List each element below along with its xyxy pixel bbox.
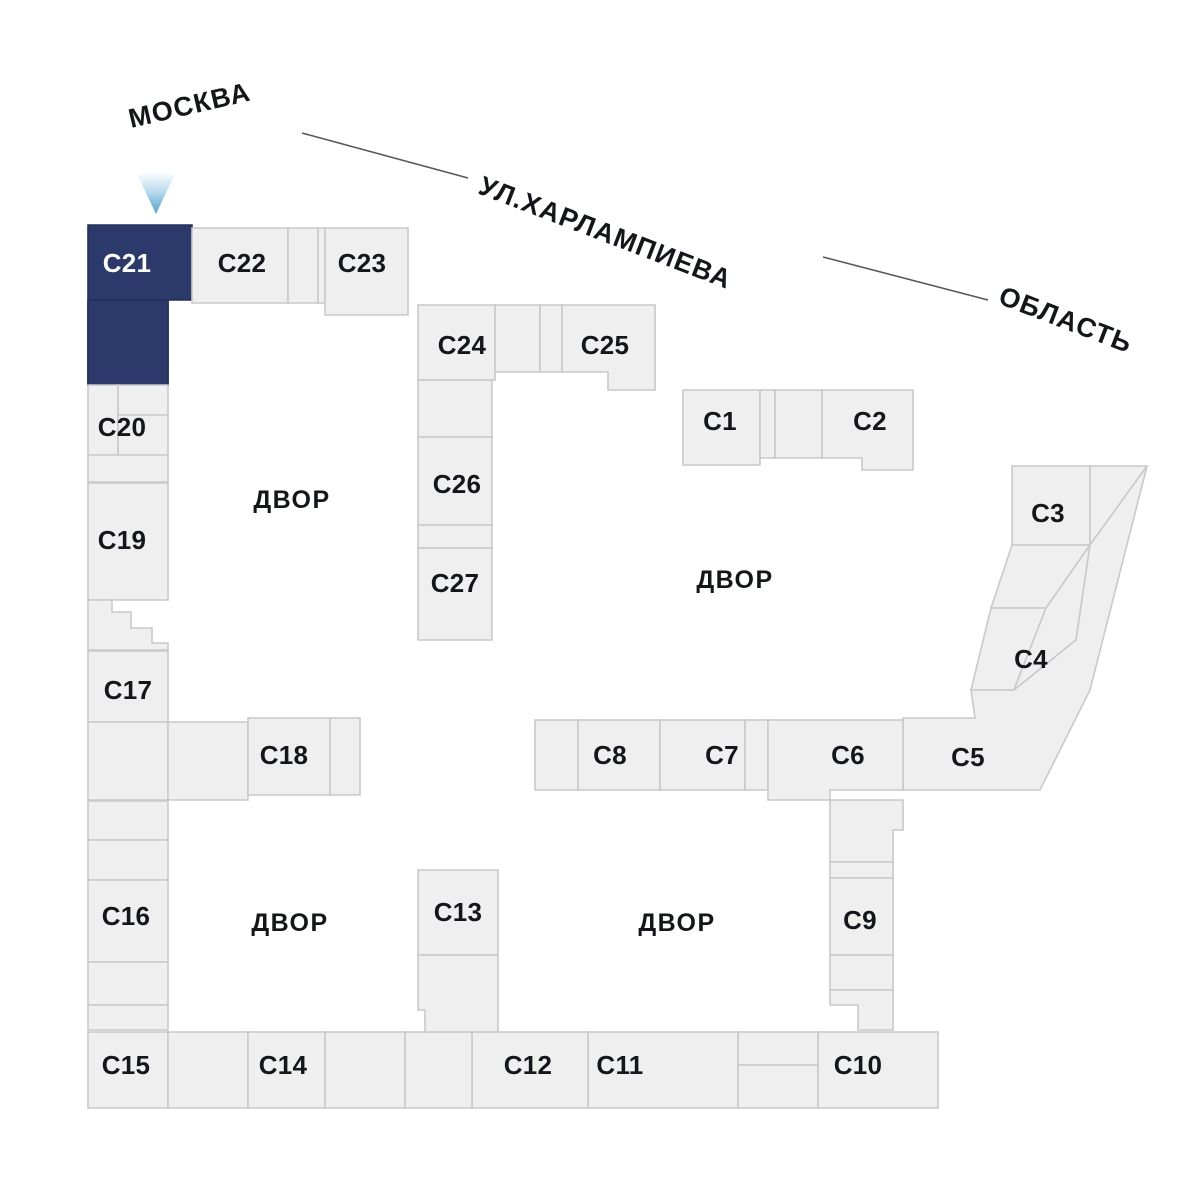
building-block-c27[interactable]: [417, 547, 493, 641]
building-label-c8: C8: [593, 740, 627, 770]
building-block-c16d[interactable]: [87, 961, 169, 1006]
building-block-c22b[interactable]: [287, 227, 319, 304]
building-block-c26a[interactable]: [417, 379, 493, 438]
selection-marker-icon: [136, 172, 176, 214]
building-label-c16: C16: [102, 901, 151, 931]
building-block-c20[interactable]: [117, 384, 169, 416]
building-label-c20: C20: [98, 412, 147, 442]
building-block-c9d[interactable]: [829, 954, 894, 991]
building-block-c1[interactable]: [682, 389, 761, 466]
selection-marker-layer: [136, 172, 176, 214]
building-label-c13: C13: [434, 897, 483, 927]
street-moskva: МОСКВА: [126, 77, 254, 134]
yard-label-se: ДВОР: [638, 909, 715, 937]
building-label-c12: C12: [504, 1050, 553, 1080]
building-block-c24[interactable]: [417, 304, 496, 381]
building-block-c24c[interactable]: [539, 304, 563, 373]
building-block-c19b[interactable]: [87, 599, 169, 651]
building-label-c24: C24: [438, 330, 487, 360]
yard-label-ne: ДВОР: [696, 566, 773, 594]
building-label-c11: C11: [596, 1050, 643, 1080]
building-block-c9a[interactable]: [829, 799, 904, 863]
yard-labels-layer: ДВОР ДВОР ДВОР ДВОР: [251, 486, 773, 937]
building-block-c6[interactable]: [767, 719, 904, 801]
leader-1: [301, 132, 469, 179]
building-label-c18: C18: [260, 740, 309, 770]
building-block-c9b[interactable]: [829, 861, 894, 879]
building-label-c4: C4: [1014, 644, 1048, 674]
building-label-c5: C5: [951, 742, 985, 772]
building-label-c15: C15: [102, 1050, 151, 1080]
building-block-c26c[interactable]: [417, 524, 493, 549]
building-block-c25[interactable]: [561, 304, 656, 391]
building-label-c19: C19: [98, 525, 147, 555]
building-label-c7: C7: [705, 740, 739, 770]
yard-label-nw: ДВОР: [253, 486, 330, 514]
leader-2: [822, 256, 989, 301]
building-block-c13b[interactable]: [417, 954, 499, 1033]
street-harlampieva: УЛ.ХАРЛАМПИЕВА: [475, 171, 736, 295]
building-label-c2: C2: [853, 406, 887, 436]
building-label-c26: C26: [433, 469, 482, 499]
building-block-c16a[interactable]: [87, 800, 169, 841]
building-block-c7b[interactable]: [744, 719, 769, 791]
building-block-c16b[interactable]: [87, 839, 169, 881]
building-label-c27: C27: [431, 568, 480, 598]
building-block-c22c[interactable]: [317, 227, 326, 304]
building-label-c10: C10: [834, 1050, 883, 1080]
building-label-c6: C6: [831, 740, 865, 770]
building-block-c19[interactable]: [87, 482, 169, 601]
building-block-c14b[interactable]: [324, 1031, 406, 1109]
building-block-c10b[interactable]: [737, 1031, 819, 1066]
building-block-c1c[interactable]: [774, 389, 823, 459]
building-label-c21: C21: [103, 248, 152, 278]
street-oblast: ОБЛАСТЬ: [995, 281, 1137, 359]
building-block-c15b[interactable]: [167, 1031, 249, 1109]
building-label-c23: C23: [338, 248, 387, 278]
building-block-c8a[interactable]: [534, 719, 579, 791]
building-block-c21b[interactable]: [87, 299, 169, 386]
building-label-c3: C3: [1031, 498, 1065, 528]
building-block-c23[interactable]: [324, 227, 409, 316]
building-label-c17: C17: [104, 675, 153, 705]
building-block-c24b[interactable]: [494, 304, 541, 373]
building-block-c20d[interactable]: [87, 454, 169, 483]
building-label-c9: C9: [843, 905, 877, 935]
building-block-c2[interactable]: [821, 389, 914, 471]
building-block-c16e[interactable]: [87, 1004, 169, 1031]
building-block-c17c[interactable]: [167, 721, 249, 801]
building-label-c22: C22: [218, 248, 267, 278]
building-block-c1b[interactable]: [759, 389, 776, 459]
building-block-c10c[interactable]: [737, 1064, 819, 1109]
leader-lines-layer: [301, 132, 989, 301]
building-label-c1: C1: [703, 406, 737, 436]
building-block-c9e[interactable]: [829, 989, 894, 1031]
building-block-c18b[interactable]: [329, 717, 361, 796]
building-label-c14: C14: [259, 1050, 308, 1080]
building-label-c25: C25: [581, 330, 630, 360]
building-block-c17b[interactable]: [87, 721, 169, 801]
building-block-c12b[interactable]: [404, 1031, 473, 1109]
yard-label-sw: ДВОР: [251, 909, 328, 937]
